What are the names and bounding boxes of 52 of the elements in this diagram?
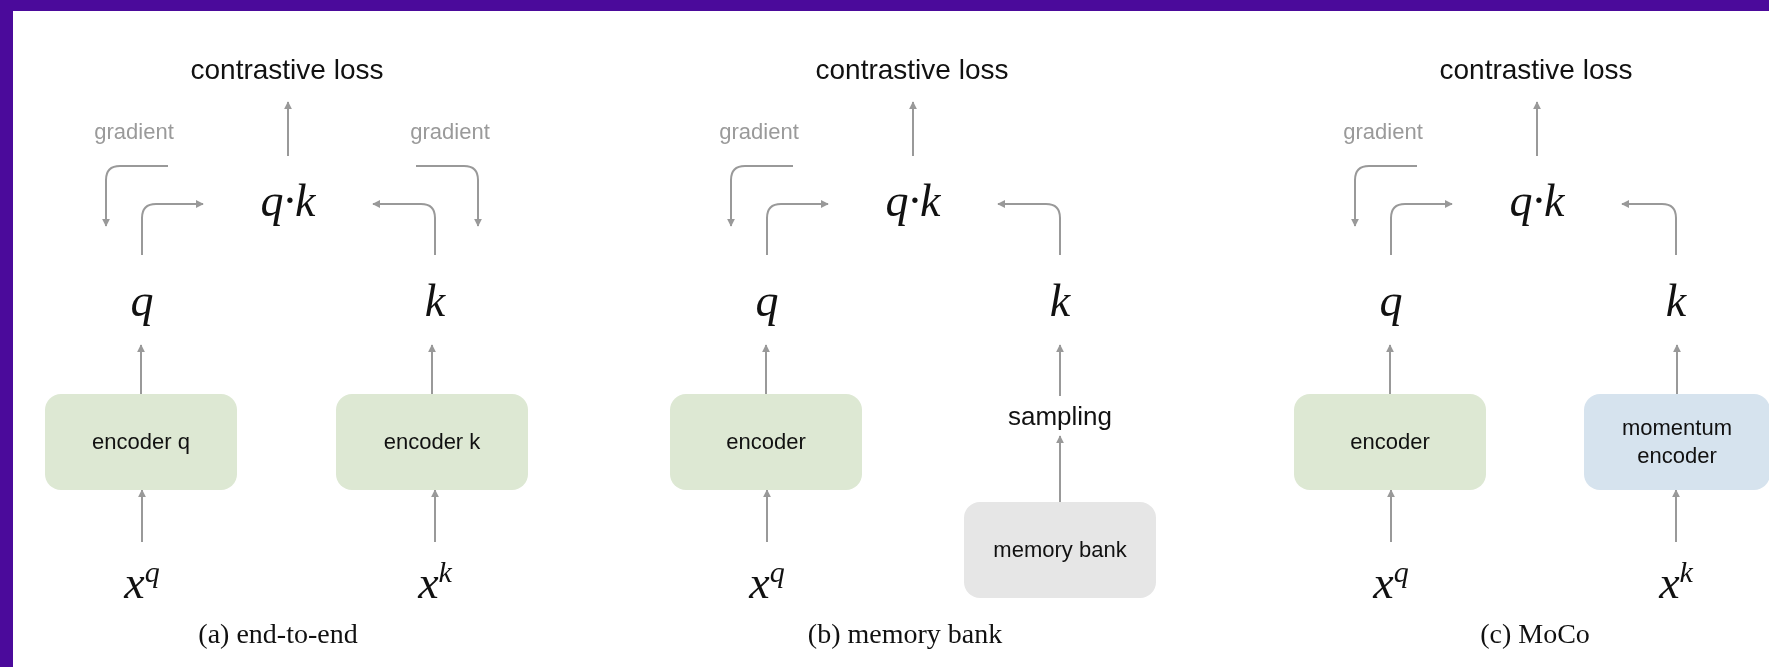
arrow bbox=[138, 489, 146, 543]
similarity-label: q·k bbox=[1509, 173, 1565, 227]
arrow bbox=[1533, 101, 1541, 157]
arrow bbox=[766, 200, 829, 256]
process-label: sampling bbox=[1007, 400, 1113, 432]
arrow bbox=[1056, 435, 1064, 503]
encoder-box: encoder q bbox=[45, 394, 237, 490]
arrow bbox=[137, 344, 145, 395]
query-label: q bbox=[755, 273, 779, 327]
arrow bbox=[1672, 489, 1680, 543]
query-label: q bbox=[130, 273, 154, 327]
input-label: x$^{q}$ bbox=[124, 554, 160, 610]
gradient-label: gradient bbox=[410, 119, 490, 145]
panel-caption: (a) end-to-end bbox=[198, 618, 358, 650]
arrow bbox=[1387, 489, 1395, 543]
query-label: q bbox=[1379, 273, 1403, 327]
arrow bbox=[909, 101, 917, 157]
memory-bank-box: memory bank bbox=[964, 502, 1156, 598]
output-label: contrastive loss bbox=[1439, 54, 1633, 86]
gradient-label: gradient bbox=[719, 119, 799, 145]
panel-caption: (b) memory bank bbox=[807, 618, 1003, 650]
arrow bbox=[1673, 344, 1681, 395]
encoder-box: momentum encoder bbox=[1584, 394, 1769, 490]
encoder-box: encoder bbox=[1294, 394, 1486, 490]
encoder-box: encoder k bbox=[336, 394, 528, 490]
gradient-label: gradient bbox=[94, 119, 174, 145]
arrow bbox=[997, 200, 1061, 256]
arrow bbox=[763, 489, 771, 543]
similarity-label: q·k bbox=[885, 173, 941, 227]
input-label: x$^{k}$ bbox=[1659, 554, 1693, 610]
arrow bbox=[141, 200, 204, 256]
key-label: k bbox=[424, 273, 446, 327]
panel-caption: (c) MoCo bbox=[1480, 618, 1590, 650]
key-label: k bbox=[1665, 273, 1687, 327]
similarity-label: q·k bbox=[260, 173, 316, 227]
key-label: k bbox=[1049, 273, 1071, 327]
arrow bbox=[284, 101, 292, 157]
input-label: x$^{q}$ bbox=[749, 554, 785, 610]
gradient-label: gradient bbox=[1343, 119, 1423, 145]
arrow bbox=[1390, 200, 1453, 256]
encoder-box: encoder bbox=[670, 394, 862, 490]
arrow bbox=[1621, 200, 1677, 256]
arrow bbox=[1056, 344, 1064, 397]
arrow bbox=[1386, 344, 1394, 395]
arrow bbox=[428, 344, 436, 395]
output-label: contrastive loss bbox=[190, 54, 384, 86]
arrow bbox=[762, 344, 770, 395]
output-label: contrastive loss bbox=[815, 54, 1009, 86]
input-label: x$^{k}$ bbox=[418, 554, 452, 610]
arrow bbox=[431, 489, 439, 543]
input-label: x$^{q}$ bbox=[1373, 554, 1409, 610]
arrow bbox=[372, 200, 436, 256]
